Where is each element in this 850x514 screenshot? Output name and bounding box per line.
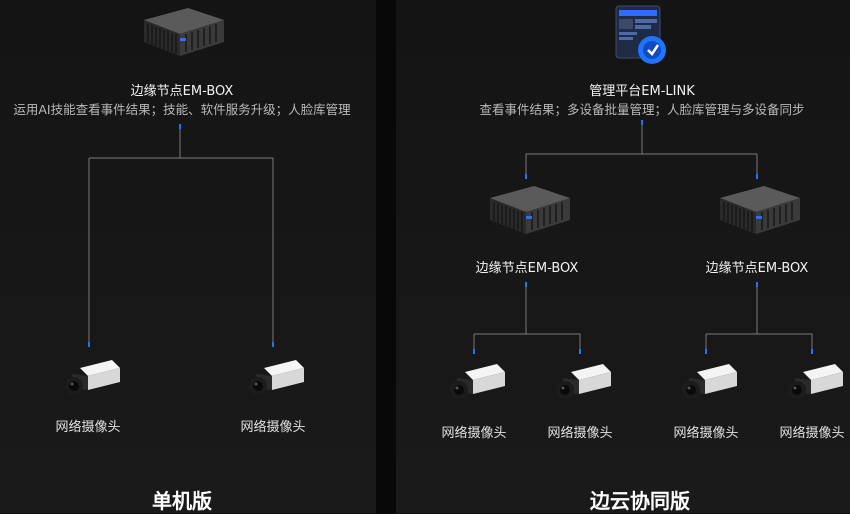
arrow-markers — [88, 120, 813, 354]
camera-icon — [450, 364, 505, 399]
em-box-icon — [490, 186, 570, 234]
platform-dashboard-icon — [615, 5, 666, 64]
left-footer-title: 单机版 — [152, 489, 212, 513]
right-camera-label-1: 网络摄像头 — [441, 426, 507, 441]
right-footer-title: 边云协同版 — [590, 489, 690, 513]
em-box-icon — [144, 8, 224, 56]
connector-left-trunk — [88, 128, 274, 345]
connector-right-left-branch — [473, 285, 581, 352]
left-camera-label-1: 网络摄像头 — [55, 420, 121, 435]
right-box-title-2: 边缘节点EM-BOX — [705, 261, 809, 276]
camera-icon — [788, 364, 843, 399]
camera-icon — [249, 360, 304, 395]
left-camera-label-2: 网络摄像头 — [240, 420, 306, 435]
camera-icon — [556, 364, 611, 399]
standalone-panel — [0, 0, 376, 513]
connector-right-trunk — [525, 124, 758, 178]
camera-icon — [65, 360, 120, 395]
right-camera-label-3: 网络摄像头 — [673, 426, 739, 441]
right-camera-label-4: 网络摄像头 — [779, 426, 845, 441]
em-box-icon — [720, 186, 800, 234]
platform-title: 管理平台EM-LINK — [589, 84, 695, 99]
connector-right-right-branch — [705, 285, 813, 352]
platform-description: 查看事件结果；多设备批量管理；人脸库管理与多设备同步 — [479, 102, 805, 117]
camera-icon — [682, 364, 737, 399]
edge-cloud-panel — [396, 0, 850, 513]
panel-divider — [376, 0, 396, 513]
right-box-title-1: 边缘节点EM-BOX — [475, 261, 579, 276]
left-box-title: 边缘节点EM-BOX — [130, 84, 234, 99]
left-box-description: 运用AI技能查看事件结果；技能、软件服务升级；人脸库管理 — [13, 102, 351, 117]
right-camera-label-2: 网络摄像头 — [547, 426, 613, 441]
